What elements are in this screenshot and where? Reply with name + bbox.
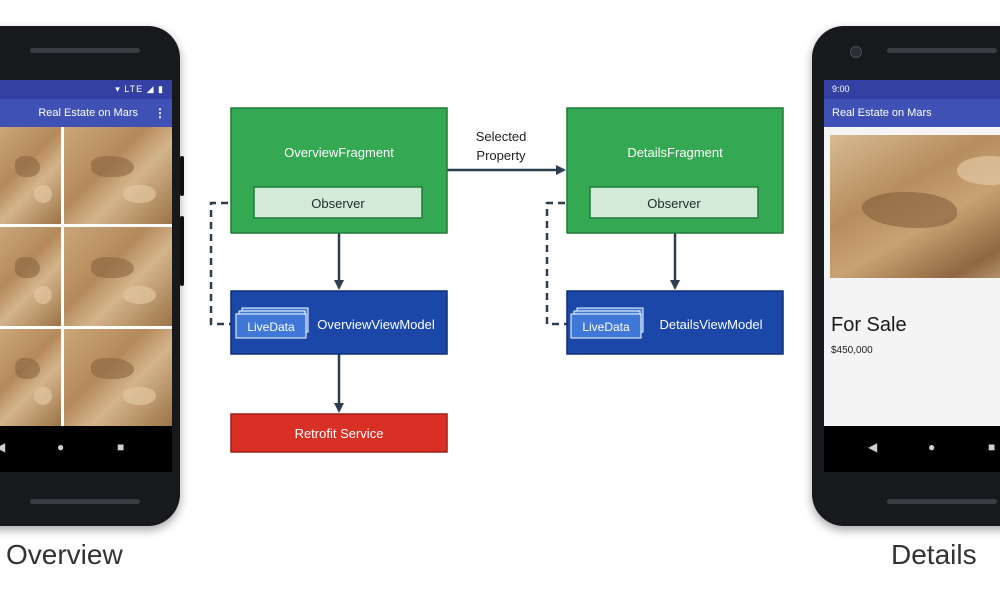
- property-price: $450,000: [831, 345, 873, 356]
- property-thumbnail[interactable]: [0, 227, 61, 326]
- back-icon[interactable]: ◀: [0, 440, 6, 454]
- overview-screen: ▾ LTE ◢ ▮ Real Estate on Mars ⋮ ◀ ● ■: [0, 80, 172, 472]
- app-bar: Real Estate on Mars ⋮: [0, 99, 172, 127]
- phone-speaker: [30, 48, 140, 53]
- power-button: [180, 216, 184, 286]
- home-icon[interactable]: ●: [57, 440, 65, 454]
- phone-speaker: [887, 48, 997, 53]
- details-screen: 9:00 Real Estate on Mars For Sale $450,0…: [824, 80, 1000, 472]
- property-grid: [0, 127, 172, 426]
- details-caption: Details: [891, 539, 977, 570]
- details-observer-box: [589, 186, 759, 219]
- observe-loop-overview: [209, 198, 252, 326]
- overview-caption: Overview: [6, 539, 123, 570]
- front-camera: [850, 46, 862, 58]
- overflow-menu-icon[interactable]: ⋮: [154, 106, 166, 120]
- overview-phone: ▾ LTE ◢ ▮ Real Estate on Mars ⋮ ◀ ● ■: [0, 26, 184, 526]
- observe-loop-details: [545, 198, 588, 326]
- back-icon[interactable]: ◀: [868, 440, 878, 454]
- overview-viewmodel-label: OverviewViewModel: [317, 317, 435, 332]
- system-nav-bar: ◀ ● ■: [824, 426, 1000, 472]
- details-fragment-label: DetailsFragment: [627, 145, 723, 160]
- property-type: For Sale: [831, 314, 907, 336]
- retrofit-service-label: Retrofit Service: [295, 426, 384, 441]
- property-thumbnail[interactable]: [0, 329, 61, 426]
- app-title: Real Estate on Mars: [832, 107, 932, 119]
- status-bar: 9:00: [824, 80, 1000, 99]
- property-photo: [830, 135, 1000, 278]
- overview-livedata-label: LiveData: [247, 320, 295, 334]
- phone-speaker: [30, 499, 140, 504]
- property-thumbnail[interactable]: [64, 227, 172, 326]
- recents-icon[interactable]: ■: [117, 440, 125, 454]
- phone-speaker: [887, 499, 997, 504]
- home-icon[interactable]: ●: [928, 440, 936, 454]
- status-icons: ▾ LTE ◢ ▮: [115, 84, 164, 94]
- overview-observer-label: Observer: [311, 196, 365, 211]
- edge-label-property: Property: [476, 148, 526, 163]
- details-livedata-badge: [570, 313, 642, 339]
- details-viewmodel-label: DetailsViewModel: [659, 317, 762, 332]
- status-time: 9:00: [832, 84, 850, 94]
- app-bar: Real Estate on Mars: [824, 99, 1000, 127]
- system-nav-bar: ◀ ● ■: [0, 426, 172, 472]
- app-title: Real Estate on Mars: [38, 107, 138, 119]
- recents-icon[interactable]: ■: [988, 440, 996, 454]
- details-livedata-label: LiveData: [582, 320, 630, 334]
- property-thumbnail[interactable]: [0, 127, 61, 224]
- overview-livedata-badge: [235, 313, 307, 339]
- property-thumbnail[interactable]: [64, 329, 172, 426]
- details-phone: 9:00 Real Estate on Mars For Sale $450,0…: [812, 26, 1000, 526]
- overview-observer-box: [253, 186, 423, 219]
- status-bar: ▾ LTE ◢ ▮: [0, 80, 172, 99]
- volume-button: [180, 156, 184, 196]
- property-thumbnail[interactable]: [64, 127, 172, 224]
- details-observer-label: Observer: [647, 196, 701, 211]
- retrofit-service-box: [230, 413, 448, 453]
- edge-label-selected: Selected: [476, 129, 527, 144]
- overview-fragment-label: OverviewFragment: [284, 145, 394, 160]
